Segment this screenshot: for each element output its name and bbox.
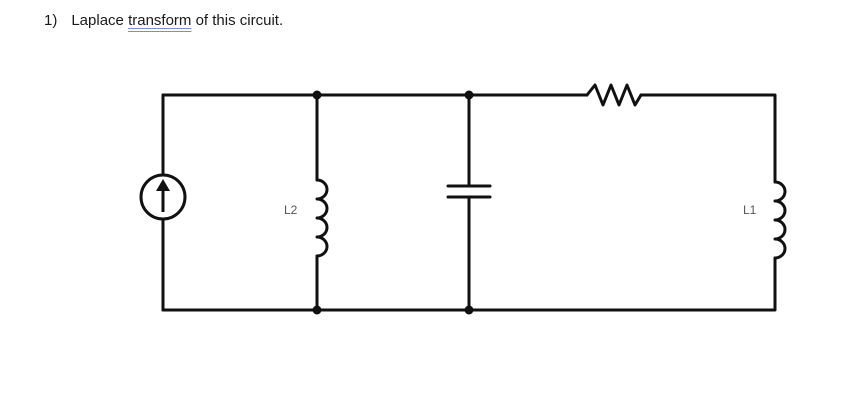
inductor-l2 (315, 178, 329, 258)
junction-node (312, 305, 322, 315)
bottom-wire (161, 256, 777, 312)
junction-node (312, 90, 322, 100)
question-text: 1) Laplace transform of this circuit. (44, 12, 283, 29)
top-wire-right (639, 93, 777, 184)
inductor-l1 (773, 180, 787, 260)
label-l1: L1 (743, 203, 757, 217)
junction-node (464, 90, 474, 100)
label-l2: L2 (284, 203, 298, 217)
spellcheck-underlined-word: transform (128, 12, 192, 29)
question-text-after: of this circuit. (191, 12, 284, 29)
arrow-up-icon (156, 179, 170, 191)
question-text-before: Laplace (71, 12, 129, 29)
current-source (139, 173, 187, 221)
junction-node (464, 305, 474, 315)
resistor (585, 83, 643, 107)
question-number: 1) (44, 12, 58, 29)
